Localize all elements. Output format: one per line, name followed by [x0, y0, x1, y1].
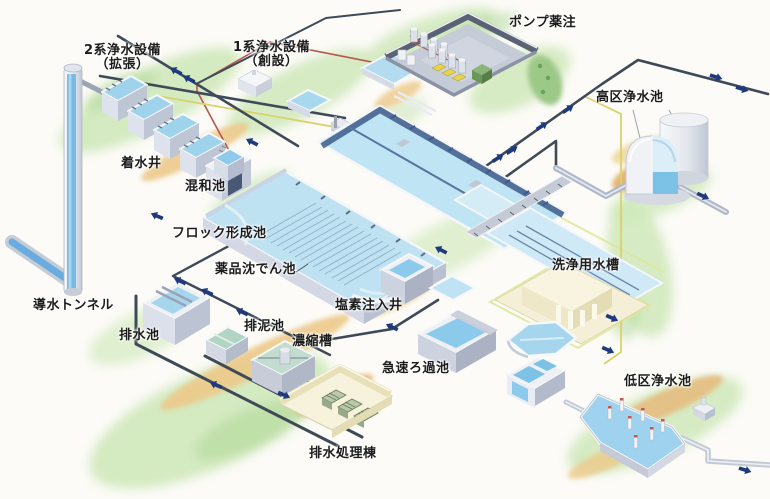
high-zone-reservoir-structure [624, 109, 709, 205]
label-chlorine-injection-well: 塩素注入井 [335, 298, 403, 313]
thickener-structure [249, 339, 318, 396]
system1-basin [285, 88, 333, 118]
label-drainage-basin: 排水池 [119, 328, 160, 343]
sludge-basin-structure [203, 325, 251, 364]
mixing-basin-structure [212, 145, 246, 181]
label-low-zone-reservoir: 低区浄水池 [624, 374, 692, 389]
reservoir-dome [624, 135, 690, 205]
chlorine-injection-well-structure [378, 252, 436, 304]
label-system2-sub: （拡張） [95, 57, 150, 72]
yellow-chemical-line [157, 95, 353, 131]
system1-structures [237, 51, 425, 136]
label-pump-chemical: ポンプ薬注 [509, 15, 577, 30]
label-system1-purification: 1系浄水設備 （創設） [233, 41, 310, 69]
pump-chemical-building [384, 12, 563, 117]
flow-arrow-icon [244, 135, 260, 149]
label-system2-purification: 2系浄水設備 （拡張） [84, 44, 161, 72]
drainage-basin-structure [140, 280, 213, 345]
label-receiving-well: 着水井 [121, 156, 162, 171]
backwash-tank-building [493, 261, 650, 359]
label-rapid-filter-basin: 急速ろ過池 [382, 361, 450, 376]
low-zone-reservoir-structure [578, 392, 716, 478]
label-high-zone-reservoir: 高区浄水池 [596, 90, 664, 105]
vent-hut [692, 397, 716, 421]
rapid-filter-structures [415, 274, 568, 408]
small-pool [427, 274, 478, 302]
label-backwash-water-tank: 洗浄用水槽 [552, 258, 620, 273]
system1-building [237, 69, 273, 97]
pump-unit [472, 64, 492, 84]
flow-arrow-icon [600, 343, 616, 357]
label-thickener: 濃縮槽 [292, 334, 333, 349]
reservoir-columns [607, 398, 665, 449]
label-system1-sub: （創設） [244, 54, 299, 69]
conduit-tunnel [5, 63, 112, 296]
label-conduit-tunnel: 導水トンネル [33, 298, 114, 313]
wastewater-building-structure [278, 364, 394, 438]
chemical-tanks [410, 27, 466, 74]
rapid-filter-box [415, 309, 499, 373]
label-sludge-basin: 排泥池 [244, 319, 285, 334]
label-mixing-basin: 混和池 [185, 179, 226, 194]
label-wastewater-building: 排水処理棟 [309, 446, 377, 461]
label-system1-name: 1系浄水設備 [233, 40, 311, 55]
yellow-chemical-line-right [583, 95, 622, 365]
label-system2-name: 2系浄水設備 [84, 43, 162, 58]
filter-cells-box [504, 355, 568, 408]
label-chemical-sedimentation-basin: 薬品沈でん池 [215, 262, 297, 277]
flow-arrow-icon [149, 209, 165, 223]
receiving-well-structure [101, 75, 252, 201]
dosing-units [431, 63, 467, 82]
label-floc-formation-basin: フロック形成池 [172, 226, 267, 241]
label-leader [295, 263, 309, 273]
